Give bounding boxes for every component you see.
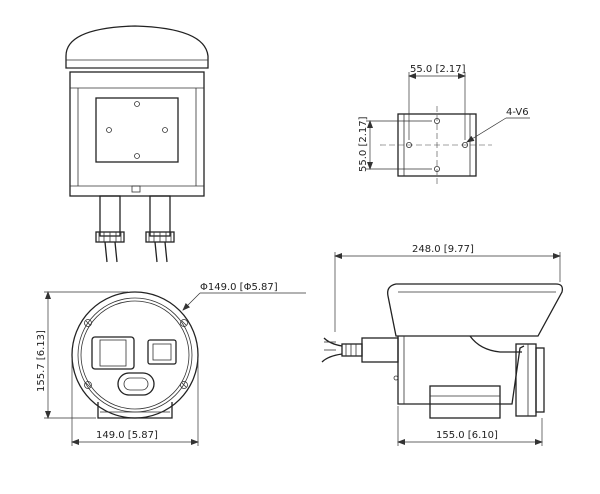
front-diameter-label: Φ149.0 [Φ5.87] bbox=[200, 282, 278, 293]
front-bottom-oval bbox=[117, 372, 155, 396]
side-view: 248.0 [9.77] 155.0 [6.10] bbox=[321, 244, 564, 446]
front-housing-circle bbox=[71, 291, 199, 419]
side-total-length-label: 248.0 [9.77] bbox=[412, 244, 474, 255]
front-base bbox=[97, 402, 173, 419]
top-view-body bbox=[69, 71, 205, 197]
top-view-mount-plate bbox=[95, 97, 179, 163]
side-base-length-label: 155.0 [6.10] bbox=[436, 430, 498, 441]
front-view: 149.0 [5.87] 155.7 [6.13] Φ149.0 [Φ5.87] bbox=[36, 282, 306, 446]
front-height-label: 155.7 [6.13] bbox=[36, 330, 47, 392]
front-ir-window bbox=[147, 339, 177, 365]
bracket-hole-callout: 4-V6 bbox=[506, 107, 529, 118]
top-view-hood bbox=[65, 25, 209, 69]
side-view-rear-gland bbox=[321, 337, 399, 363]
side-view-hood bbox=[387, 283, 564, 337]
bracket-hole-spacing-h-label: 55.0 [2.17] bbox=[410, 64, 466, 75]
bracket-hole-spacing-v-label: 55.0 [2.17] bbox=[358, 116, 369, 172]
top-view bbox=[65, 25, 209, 263]
bracket-view: 55.0 [2.17] 55.0 [2.17] 4-V6 bbox=[358, 64, 530, 184]
front-lens-window bbox=[91, 336, 135, 370]
side-view-body bbox=[397, 336, 525, 405]
front-width-label: 149.0 [5.87] bbox=[96, 430, 158, 441]
top-view-cable-glands bbox=[95, 195, 175, 263]
side-view-base bbox=[429, 385, 501, 419]
